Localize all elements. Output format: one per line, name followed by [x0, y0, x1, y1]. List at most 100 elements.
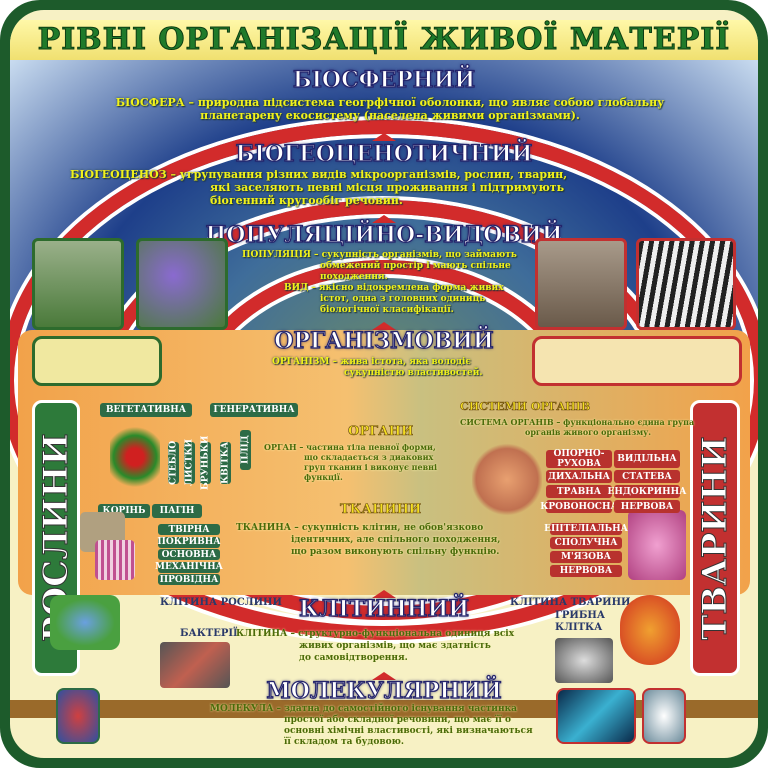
- arrow-up-icon: [372, 133, 396, 141]
- photo-protein: [642, 688, 686, 744]
- plant-part: ПЛІД: [240, 430, 251, 470]
- photo-strawberry-plant: [110, 422, 160, 492]
- organ-system-item: ЕНДОКРИННА: [607, 485, 687, 498]
- animal-tissue-item: М'ЯЗОВА: [550, 551, 622, 563]
- plant-part: КВІТКА: [220, 441, 231, 485]
- title-banner: РІВНІ ОРГАНІЗАЦІЇ ЖИВОЇ МАТЕРІЇ: [10, 20, 758, 60]
- term: ОРГАНІЗМ: [272, 357, 330, 367]
- organ-systems-heading: СИСТЕМИ ОРГАНІВ: [460, 400, 591, 414]
- photo-crocus-flowers: [136, 238, 228, 330]
- organ-system-item: ВИДІЛЬНА: [614, 450, 680, 468]
- bacteria-label: БАКТЕРІЇ: [180, 628, 238, 639]
- def-line: планетарену екосистему (населена живими …: [200, 109, 580, 122]
- term: МОЛЕКУЛА: [210, 704, 274, 714]
- def-line: – угрупування різних видів мікроорганізм…: [170, 168, 568, 181]
- molecule-definition: МОЛЕКУЛА – здатна до самостійного існува…: [210, 704, 550, 748]
- def-line: – частина тіла певної форми,: [299, 442, 436, 452]
- poster-title: РІВНІ ОРГАНІЗАЦІЇ ЖИВОЇ МАТЕРІЇ: [37, 22, 731, 58]
- biogeocenosis-definition: БІОГЕОЦЕНОЗ – угрупування різних видів м…: [70, 168, 710, 207]
- photo-molecule: [56, 688, 100, 744]
- plant-tissue-item: МЕХАНІЧНА: [155, 561, 223, 573]
- arrow-up-icon: [372, 590, 396, 598]
- term: КЛІТИНА: [236, 629, 288, 639]
- organ-system-item: ДИХАЛЬНА: [546, 470, 612, 483]
- photo-white-dog: [532, 336, 742, 386]
- def-line: обмежений простір і мають спільне: [320, 261, 511, 271]
- def-line: ідентичних, але спільного походження,: [291, 535, 501, 545]
- photo-plant-tissue-2: [95, 540, 135, 580]
- def-line: істот, одна з головних одиниць: [320, 294, 486, 304]
- def-line: біологічної класифікації.: [320, 305, 454, 315]
- def-line: груп тканин і виконує певні: [304, 462, 438, 472]
- level-organism-heading: ОРГАНІЗМОВИЙ: [274, 327, 495, 354]
- arrow-up-icon: [372, 672, 396, 680]
- photo-monkeys: [535, 238, 627, 330]
- def-line: біогенний кругообіг речовин.: [210, 194, 403, 207]
- arrow-up-icon: [372, 215, 396, 223]
- plant-tissue-item: ПРОВІДНА: [158, 574, 220, 585]
- def-line: її складом та будовою.: [284, 737, 405, 747]
- plant-tissue-item: ПОКРИВНА: [157, 536, 221, 548]
- def-line: – сукупність клітин, не обов'язково: [294, 523, 484, 533]
- def-line: живих організмів, що має здатність: [299, 641, 491, 651]
- def-line: – сукупність організмів, що займають: [314, 250, 517, 260]
- photo-fungal-cells: [555, 638, 613, 683]
- organ-definition: ОРГАН – частина тіла певної форми,що скл…: [264, 442, 454, 482]
- photo-zebras: [636, 238, 736, 330]
- cell-definition: КЛІТИНА – структурно-функціональна одини…: [236, 628, 546, 664]
- level-cellular-heading: КЛІТИННИЙ: [298, 595, 470, 622]
- plant-tissue-item: ТВІРНА: [158, 524, 220, 535]
- level-biogeocenotic-heading: БІОГЕОЦЕНОТИЧНИЙ: [235, 140, 533, 167]
- term: БІОСФЕРА: [115, 96, 185, 109]
- def-line: – жива істота, яка володіє: [332, 357, 471, 367]
- def-line: – функціонально єдина група: [556, 417, 695, 427]
- term: БІОГЕОЦЕНОЗ: [70, 168, 167, 181]
- plant-cell-image: [50, 595, 120, 650]
- plant-cell-label: КЛІТИНА РОСЛИНИ: [160, 597, 282, 608]
- poster-inner: РІВНІ ОРГАНІЗАЦІЇ ЖИВОЇ МАТЕРІЇ БІОСФЕРН…: [10, 10, 758, 758]
- level-molecular-heading: МОЛЕКУЛЯРНИЙ: [266, 677, 503, 704]
- plant-tissue-item: ОСНОВНА: [158, 549, 220, 560]
- level-biosphere-heading: БІОСФЕРНИЙ: [292, 66, 476, 93]
- def-line: до самовідтворення.: [299, 653, 408, 663]
- plant-part: ЛИСТКИ: [184, 439, 195, 487]
- animal-tissue-item: НЕРВОВА: [550, 565, 622, 577]
- population-definition: ПОПУЛЯЦІЯ – сукупність організмів, що за…: [242, 250, 532, 316]
- organ-system-item: СТАТЕВА: [614, 470, 680, 483]
- organ-system-item: ТРАВНА: [546, 485, 612, 498]
- term: СИСТЕМА ОРГАНІВ: [460, 417, 554, 427]
- def-line: функції.: [304, 472, 343, 482]
- animal-tissue-item: СПОЛУЧНА: [550, 537, 622, 549]
- plant-part: БРУНЬКИ: [200, 435, 211, 491]
- organ-system-item: КРОВОНОСНА: [540, 500, 618, 513]
- organ-system-item: ОПОРНО-РУХОВА: [546, 449, 612, 469]
- organs-heading: ОРГАНИ: [348, 424, 414, 440]
- term: ВИД: [284, 283, 309, 293]
- def-line: – здатна до самостійного існування части…: [276, 704, 517, 714]
- animal-tissue-item: ЕПІТЕЛІАЛЬНА: [544, 523, 628, 535]
- term: ОРГАН: [264, 442, 297, 452]
- def-line: які заселяють певні місця проживання і п…: [210, 181, 565, 194]
- animals-side-label: ТВАРИНИ: [690, 400, 740, 676]
- def-line: що разом виконують спільну функцію.: [291, 547, 500, 557]
- def-line: органів живого організму.: [525, 427, 652, 437]
- photo-forest: [32, 238, 124, 330]
- tissue-definition: ТКАНИНА – сукупність клітин, не обов'язк…: [236, 522, 536, 558]
- plant-vegetative-label: ВЕГЕТАТИВНА: [100, 403, 192, 417]
- plant-part: СТЕБЛО: [168, 440, 179, 486]
- organ-system-item: НЕРВОВА: [614, 500, 680, 513]
- photo-animal-tissue: [628, 510, 686, 580]
- level-population-heading: ПОПУЛЯЦІЙНО-ВИДОВИЙ: [205, 221, 563, 248]
- term: ПОПУЛЯЦІЯ: [242, 250, 311, 260]
- animal-cell-image: [620, 595, 680, 665]
- def-line: що складається з диакових: [304, 452, 434, 462]
- plant-generative-label: ГЕНЕРАТИВНА: [210, 403, 298, 417]
- photo-bacteria: [160, 642, 230, 688]
- plant-shoot-label: ПАГІН: [152, 504, 202, 518]
- def-line: основні хімічні властивості, які визнача…: [284, 726, 533, 736]
- organ-system-definition: СИСТЕМА ОРГАНІВ – функціонально єдина гр…: [460, 417, 694, 437]
- term: ТКАНИНА: [236, 523, 292, 533]
- def-line: походження.: [320, 272, 388, 282]
